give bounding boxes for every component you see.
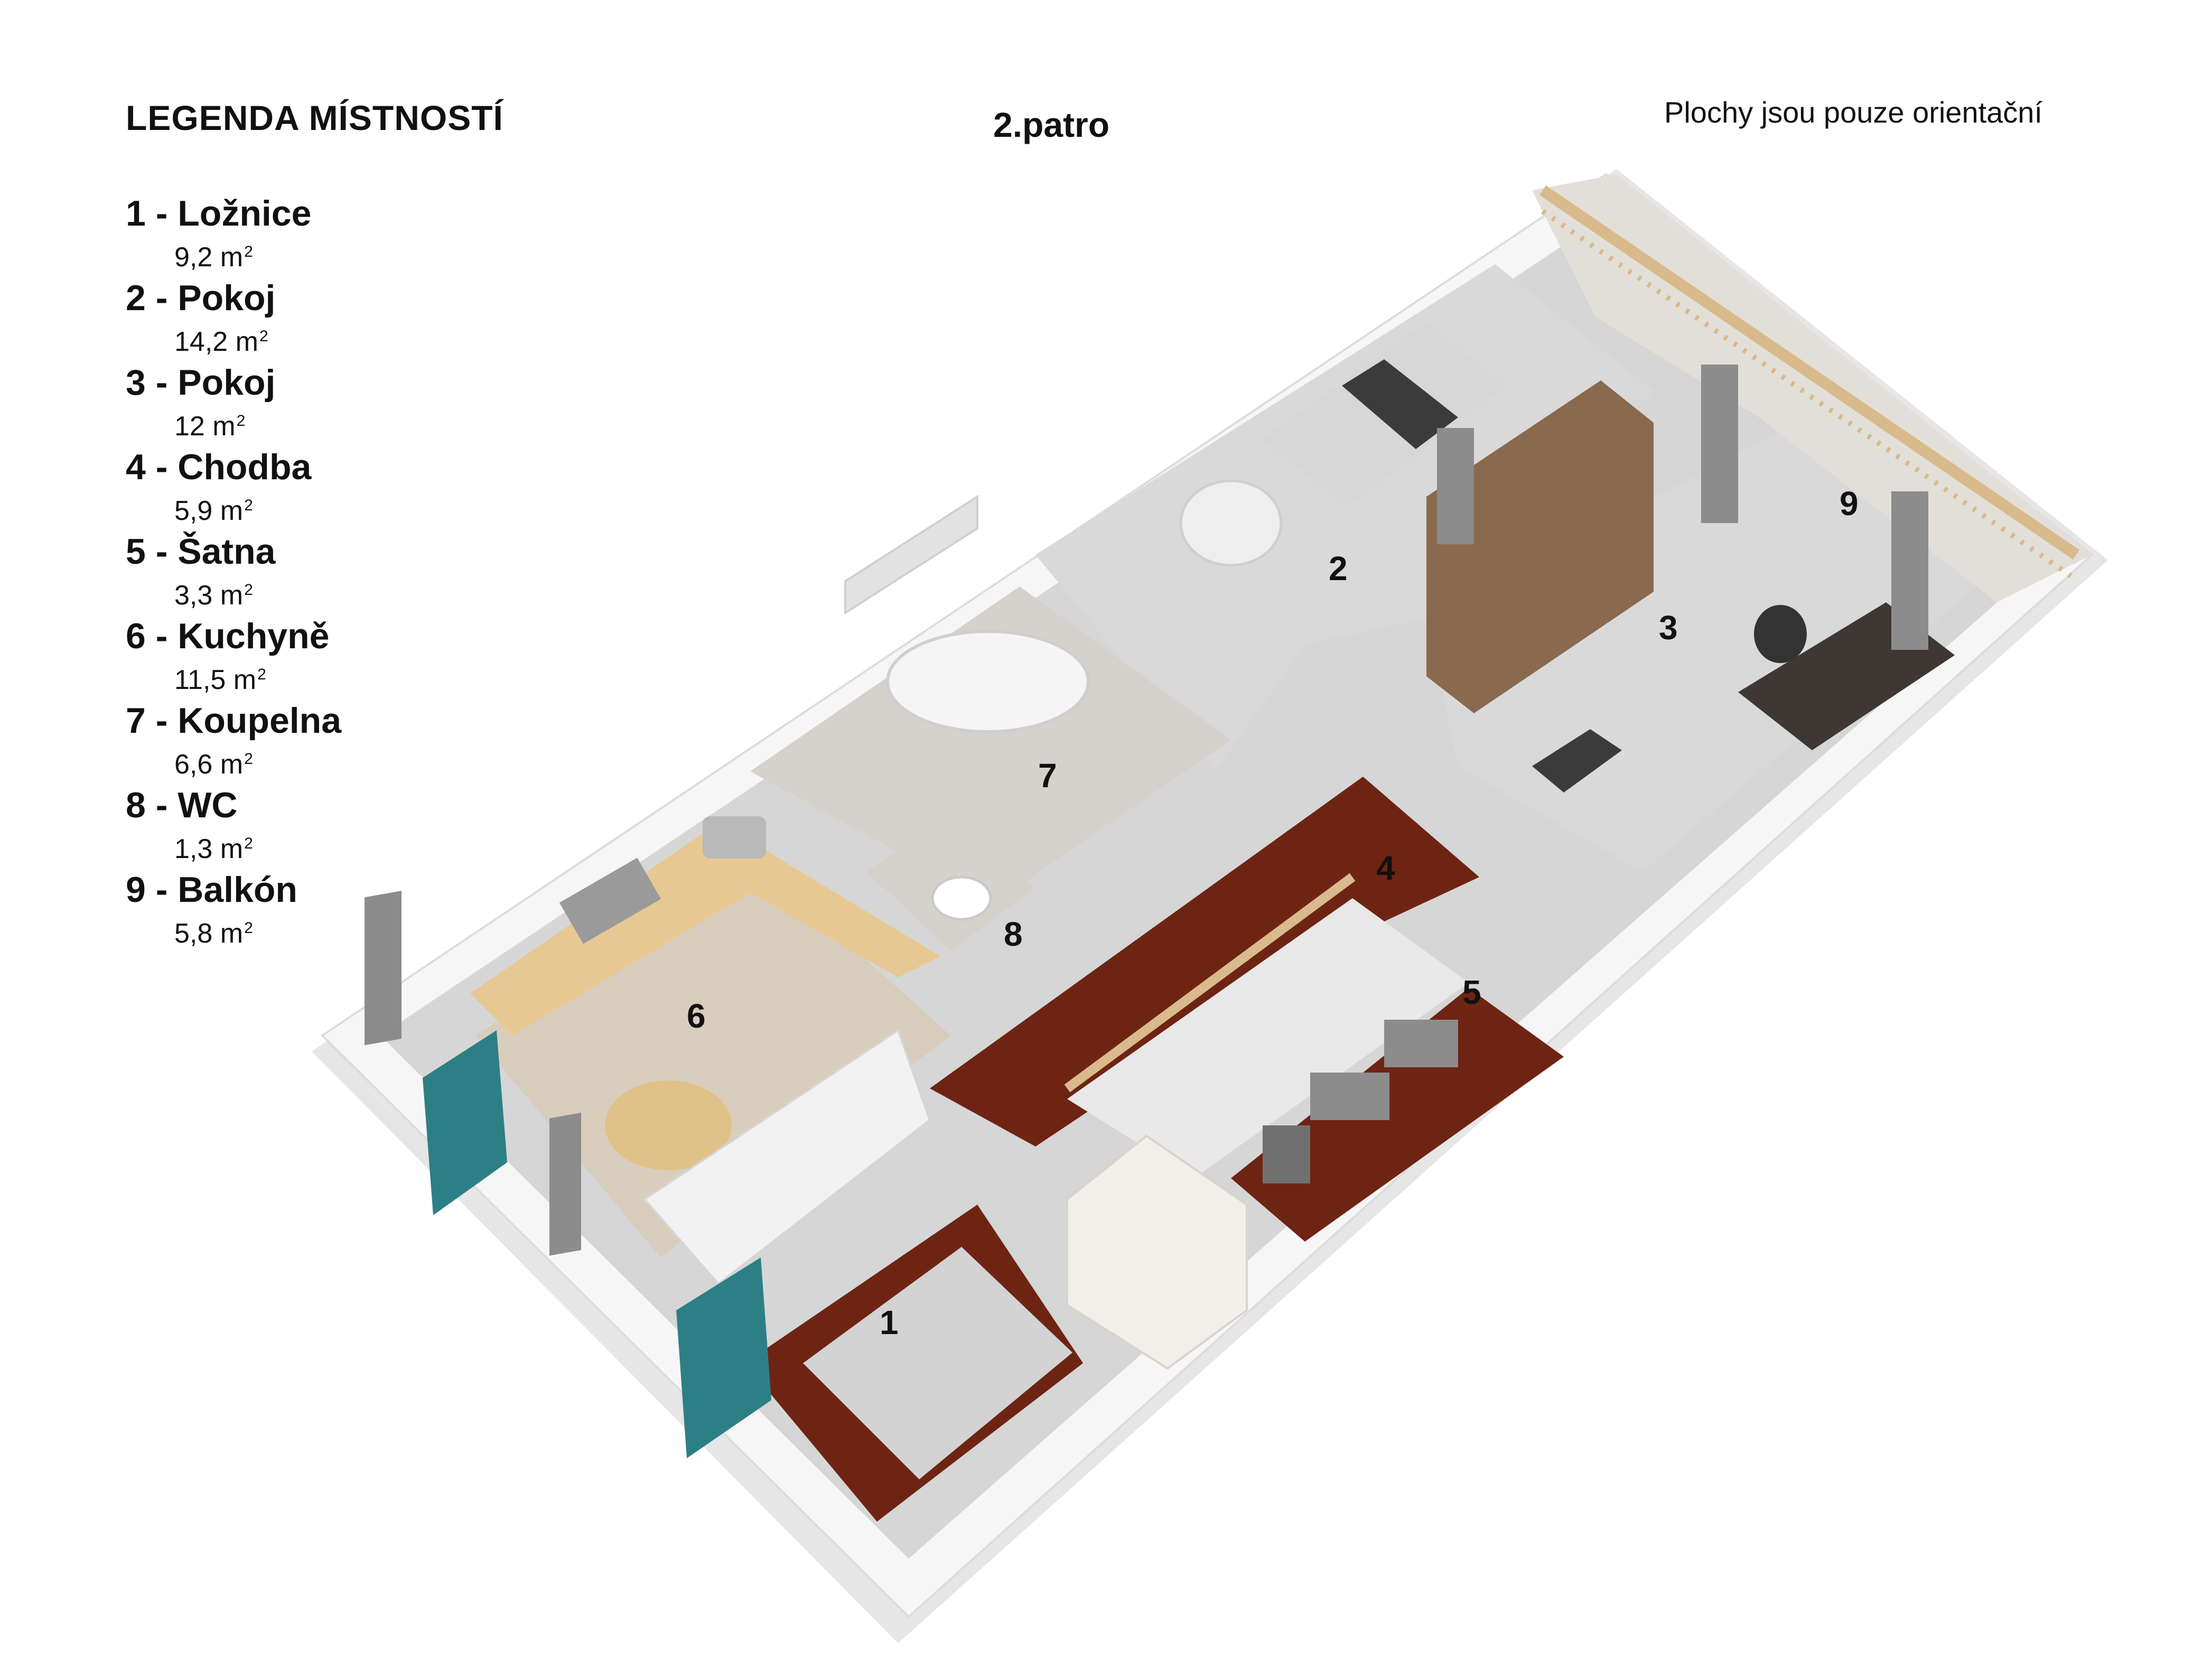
legend-room-name: 9 - Balkón: [126, 870, 297, 910]
curtain: [549, 1113, 581, 1256]
room-label-9: 9: [1840, 484, 1859, 523]
kitchen-sink: [703, 816, 766, 859]
bed-blanket: [1342, 359, 1458, 449]
curtain: [1891, 491, 1928, 650]
legend-item-loznice: 1 - Ložnice 9,2 m2: [126, 193, 601, 277]
stair-railing: [1064, 873, 1356, 1093]
legend-room-name: 8 - WC: [126, 785, 238, 825]
balcony-railing: [1539, 185, 2080, 560]
curtain: [1437, 428, 1474, 544]
legend-room-name: 4 - Chodba: [126, 447, 312, 487]
legend-room-name: 5 - Šatna: [126, 532, 276, 572]
room-4-hallway: [930, 777, 1479, 1147]
room-label-4: 4: [1376, 849, 1395, 887]
office-chair: [1754, 605, 1807, 663]
room-6-kitchen: [475, 856, 951, 1257]
legend-room-area: 11,5 m2: [174, 665, 266, 695]
room-label-5: 5: [1462, 973, 1481, 1011]
legend-room-area: 3,3 m2: [174, 580, 253, 611]
bed-room-3: [1537, 687, 1733, 824]
bed-room-1: [803, 1247, 1072, 1479]
storage-box: [1384, 1020, 1458, 1067]
room-legend: 1 - Ložnice 9,2 m2 2 - Pokoj 14,2 m2 3 -…: [126, 193, 601, 954]
legend-room-name: 3 - Pokoj: [126, 362, 276, 403]
legend-item-pokoj-3: 3 - Pokoj 12 m2: [126, 362, 601, 446]
room-label-7: 7: [1038, 757, 1057, 795]
wardrobe-white: [1066, 1134, 1248, 1370]
legend-room-name: 1 - Ložnice: [126, 193, 312, 234]
room-label-8: 8: [1004, 915, 1023, 953]
room-label-1: 1: [880, 1303, 899, 1341]
legend-room-area: 14,2 m2: [174, 327, 268, 357]
legend-item-koupelna: 7 - Koupelna 6,6 m2: [126, 700, 601, 785]
legend-room-area: 1,3 m2: [174, 834, 253, 864]
legend-room-area: 12 m2: [174, 411, 246, 442]
legend-room-name: 6 - Kuchyně: [126, 616, 330, 656]
bathtub: [886, 630, 1090, 733]
legend-room-name: 2 - Pokoj: [126, 278, 276, 318]
room-label-3: 3: [1659, 609, 1678, 647]
room-2-floor: [1035, 264, 1654, 771]
legend-item-chodba: 4 - Chodba 5,9 m2: [126, 446, 601, 531]
legend-item-kuchyne: 6 - Kuchyně 11,5 m2: [126, 616, 601, 700]
disclaimer-note: Plochy jsou pouze orientační: [1664, 96, 2042, 129]
legend-room-area: 9,2 m2: [174, 242, 253, 273]
legend-room-name: 7 - Koupelna: [126, 701, 342, 741]
window-kitchen: [423, 1030, 507, 1215]
legend-item-pokoj-2: 2 - Pokoj 14,2 m2: [126, 277, 601, 362]
legend-room-area: 5,8 m2: [174, 918, 253, 949]
legend-item-balkon: 9 - Balkón 5,8 m2: [126, 869, 601, 954]
toilet: [931, 875, 992, 921]
curtain: [1701, 365, 1738, 523]
cooktop: [559, 858, 661, 944]
room-7-bathroom: [750, 586, 1231, 903]
room-label-2: 2: [1329, 549, 1348, 588]
dining-table: [605, 1080, 732, 1170]
curtain: [365, 890, 402, 1046]
floor-title: 2.patro: [993, 105, 1110, 144]
room-5-closet: [1231, 988, 1564, 1242]
storage-box: [1263, 1125, 1310, 1183]
staircase: [1067, 898, 1469, 1178]
wardrobe-brown: [1426, 380, 1654, 713]
legend-title: LEGENDA MÍSTNOSTÍ: [126, 98, 503, 137]
room-label-6: 6: [687, 997, 706, 1035]
bed-blanket: [1532, 729, 1622, 793]
kitchen-counter: [470, 819, 940, 1036]
window-room-2: [844, 495, 978, 615]
storage-box: [1310, 1073, 1389, 1120]
balcony-railing-posts: [1541, 209, 2073, 579]
bean-bag: [1179, 479, 1283, 567]
window-bedroom-1: [676, 1257, 771, 1458]
legend-item-satna: 5 - Šatna 3,3 m2: [126, 531, 601, 616]
legend-room-area: 5,9 m2: [174, 496, 253, 526]
legend-room-area: 6,6 m2: [174, 749, 253, 780]
legend-item-wc: 8 - WC 1,3 m2: [126, 785, 601, 869]
kitchen-shelf: [642, 1028, 931, 1285]
